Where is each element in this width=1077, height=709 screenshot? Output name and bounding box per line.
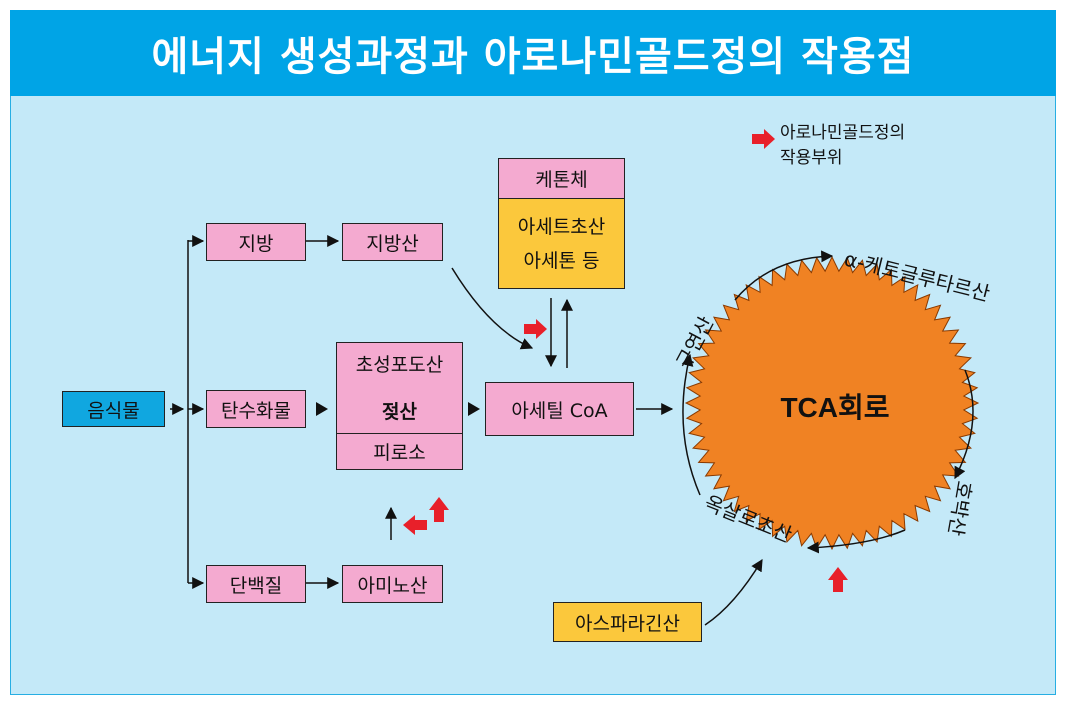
acetoacetic-acid-label: 아세트초산 [517, 215, 606, 238]
glucose-to-acetylcoa-arrowhead [468, 402, 480, 416]
asparagine-to-oxaloacetate-arrow [704, 558, 763, 626]
ketone-contents: 아세트초산 아세톤 등 [499, 199, 624, 288]
tca-cycle-starburst [684, 255, 980, 551]
tca-cycle-label: TCA회로 [780, 392, 889, 423]
ketone-body-node: 케톤체 [499, 159, 624, 199]
protein-node: 단백질 [206, 565, 306, 603]
pyro-node: 피로소 [337, 433, 462, 469]
carbohydrate-node: 탄수화물 [206, 390, 306, 428]
action-site-arrow-icon [828, 567, 848, 592]
cycle-arc-right [954, 369, 974, 480]
cycle-arc-bottom [806, 529, 906, 554]
cycle-arc-left [681, 353, 701, 496]
asparagine-node: 아스파라긴산 [553, 602, 702, 642]
fattyacid-to-acetylcoa-arrow [451, 267, 534, 350]
action-site-arrow-icon [524, 319, 547, 339]
pyruvate-group: 초성포도산 젖산 피로소 [336, 342, 463, 470]
carb-to-glucose-arrowhead [316, 402, 328, 416]
action-site-arrow-icon [403, 515, 427, 535]
action-site-arrow-icon [429, 497, 449, 522]
acetyl-coa-node: 아세틸 CoA [485, 382, 634, 436]
page-title: 에너지 생성과정과 아로나민골드정의 작용점 [10, 10, 1056, 96]
ketone-body-group: 케톤체 아세트초산 아세톤 등 [498, 158, 625, 289]
food-node: 음식물 [62, 391, 165, 427]
cycle-arc-top [734, 250, 834, 301]
fat-node: 지방 [206, 223, 306, 261]
legend-label-line1: 아로나민골드정의 [780, 123, 906, 143]
legend-label-line2: 작용부위 [780, 148, 843, 168]
fatty-acid-node: 지방산 [342, 223, 443, 261]
action-site-arrow-icon [752, 129, 775, 149]
lactic-acid-label: 젖산 [382, 400, 417, 423]
acetone-label: 아세톤 등 [523, 249, 600, 272]
pyruvic-acid-label: 초성포도산 [355, 353, 444, 376]
amino-acid-node: 아미노산 [342, 565, 443, 603]
